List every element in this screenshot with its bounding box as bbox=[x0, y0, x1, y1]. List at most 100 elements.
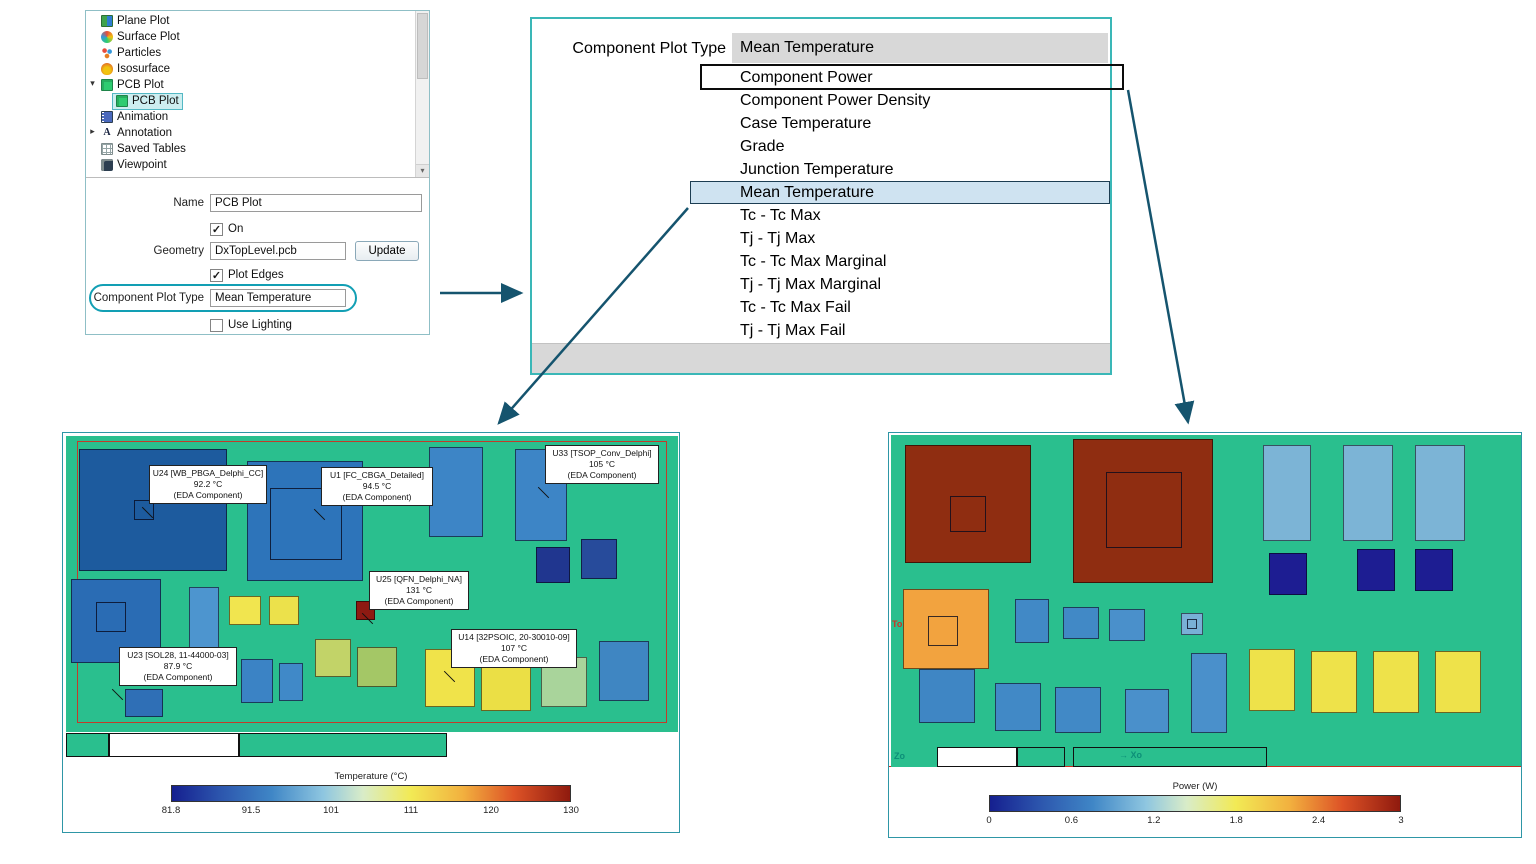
dropdown-option-label: Case Temperature bbox=[740, 115, 872, 132]
geometry-row: Geometry Update bbox=[86, 241, 429, 261]
tree-item-isosurface[interactable]: Isosurface bbox=[86, 61, 415, 77]
dropdown-selected-text: Mean Temperature bbox=[740, 39, 874, 56]
component-plot-type-label: Component Plot Type bbox=[93, 292, 204, 304]
name-label: Name bbox=[173, 197, 204, 209]
colorbar-title: Temperature (°C) bbox=[334, 771, 408, 782]
surface-plot-icon bbox=[101, 31, 113, 43]
tree-item-pcb-plot[interactable]: ▾PCB Plot bbox=[86, 77, 415, 93]
dropdown-option-tj-tj-max[interactable]: Tj - Tj Max bbox=[732, 227, 1108, 250]
dropdown-option-label: Tc - Tc Max Marginal bbox=[740, 253, 887, 270]
dropdown-option-label: Tj - Tj Max Marginal bbox=[740, 276, 882, 293]
colorbar-tick: 0 bbox=[986, 815, 992, 826]
tree-item-particles[interactable]: Particles bbox=[86, 45, 415, 61]
saved-tables-icon bbox=[101, 143, 113, 155]
pcb-component bbox=[919, 669, 975, 723]
dropdown-option-label: Tc - Tc Max bbox=[740, 207, 821, 224]
pcb-plot-properties-form: Name On Geometry Update Plot Edges Compo… bbox=[86, 181, 429, 334]
board-strip bbox=[239, 733, 447, 757]
tree-item-saved-tables[interactable]: Saved Tables bbox=[86, 141, 415, 157]
panel-divider bbox=[86, 177, 429, 178]
on-checkbox[interactable] bbox=[210, 222, 223, 236]
colorbar-tick: 130 bbox=[563, 805, 579, 816]
dropdown-option-tc-tc-max[interactable]: Tc - Tc Max bbox=[732, 204, 1108, 227]
geometry-label: Geometry bbox=[153, 245, 205, 257]
tree-expand-arrow[interactable]: ▾ bbox=[90, 78, 95, 88]
tree-expand-arrow[interactable]: ▸ bbox=[90, 126, 95, 136]
pcb-component bbox=[1125, 689, 1169, 733]
colorbar-tick: 81.8 bbox=[161, 805, 181, 816]
update-button[interactable]: Update bbox=[355, 241, 419, 261]
pcb-plot-icon bbox=[116, 95, 128, 107]
plot-edges-checkbox[interactable] bbox=[210, 268, 223, 282]
pcb-component bbox=[315, 639, 351, 677]
dropdown-option-tc-tc-max-marginal[interactable]: Tc - Tc Max Marginal bbox=[732, 250, 1108, 273]
scrollbar-thumb[interactable] bbox=[417, 13, 428, 79]
tree-item-animation[interactable]: Animation bbox=[86, 109, 415, 125]
dropdown-option-junction-temperature[interactable]: Junction Temperature bbox=[732, 158, 1108, 181]
dropdown-option-label: Grade bbox=[740, 138, 785, 155]
component-die-outline bbox=[950, 496, 986, 532]
component-callout: U1 [FC_CBGA_Detailed]94.5 °C(EDA Compone… bbox=[313, 467, 433, 521]
dropdown-option-tj-tj-max-fail[interactable]: Tj - Tj Max Fail bbox=[732, 319, 1108, 342]
component-die-outline bbox=[96, 602, 126, 632]
dropdown-option-label: Tj - Tj Max bbox=[740, 230, 816, 247]
tree-item-label: Isosurface bbox=[117, 63, 171, 75]
pcb-plot-icon bbox=[101, 79, 113, 91]
tree-item-viewpoint[interactable]: Viewpoint bbox=[86, 157, 415, 173]
tree-item-label: Surface Plot bbox=[117, 31, 180, 43]
component-callout: U23 [SOL28, 11-44000-03]87.9 °C(EDA Comp… bbox=[111, 647, 237, 701]
colorbar-tick: 1.2 bbox=[1147, 815, 1161, 826]
axis-label: To bbox=[892, 619, 903, 629]
pcb-component bbox=[1435, 651, 1481, 713]
pcb-component bbox=[1343, 445, 1393, 541]
colorbar-tick: 91.5 bbox=[241, 805, 261, 816]
name-input[interactable] bbox=[210, 194, 422, 212]
axis-label: → Xo bbox=[1119, 750, 1143, 760]
dropdown-option-component-power-density[interactable]: Component Power Density bbox=[732, 89, 1108, 112]
component-callout: U14 [32PSOIC, 20-30010-09]107 °C(EDA Com… bbox=[443, 629, 577, 683]
dropdown-option-mean-temperature[interactable]: Mean Temperature bbox=[690, 181, 1110, 204]
pcb-component bbox=[903, 589, 989, 669]
component-plot-type-input[interactable] bbox=[210, 289, 346, 307]
dropdown-selected-value[interactable]: Mean Temperature bbox=[732, 33, 1108, 63]
use-lighting-checkbox[interactable] bbox=[210, 318, 223, 332]
board-strip bbox=[937, 747, 1017, 767]
tree-item-label: Particles bbox=[117, 47, 162, 59]
pcb-component bbox=[1181, 613, 1203, 635]
dropdown-option-tc-tc-max-fail[interactable]: Tc - Tc Max Fail bbox=[732, 296, 1108, 319]
colorbar-tick: 2.4 bbox=[1311, 815, 1326, 826]
pcb-component bbox=[1055, 687, 1101, 733]
geometry-input[interactable] bbox=[210, 242, 346, 260]
scrollbar-down-button[interactable]: ▾ bbox=[416, 164, 429, 177]
dropdown-option-case-temperature[interactable]: Case Temperature bbox=[732, 112, 1108, 135]
board-strip bbox=[1017, 747, 1065, 767]
plot-edges-row: Plot Edges bbox=[86, 265, 429, 285]
tree-item-surface-plot[interactable]: Surface Plot bbox=[86, 29, 415, 45]
tree-item-pcb-plot[interactable]: PCB Plot bbox=[86, 92, 415, 110]
board-strip bbox=[891, 747, 937, 767]
dropdown-option-label: Mean Temperature bbox=[740, 184, 874, 201]
dropdown-option-tj-tj-max-marginal[interactable]: Tj - Tj Max Marginal bbox=[732, 273, 1108, 296]
temperature-plot: U24 [WB_PBGA_Delphi_CC]92.2 °C(EDA Compo… bbox=[62, 432, 680, 833]
dropdown-option-grade[interactable]: Grade bbox=[732, 135, 1108, 158]
on-label: On bbox=[228, 223, 244, 235]
component-callout: U33 [TSOP_Conv_Delphi]105 °C(EDA Compone… bbox=[537, 445, 659, 499]
colorbar-tick: 101 bbox=[323, 805, 339, 816]
dropdown-option-component-power[interactable]: Component Power bbox=[700, 64, 1124, 90]
pcb-component bbox=[1357, 549, 1395, 591]
dropdown-option-label: Tc - Tc Max Fail bbox=[740, 299, 851, 316]
pcb-component bbox=[905, 445, 1031, 563]
component-die-outline bbox=[1106, 472, 1182, 548]
pcb-component bbox=[515, 449, 567, 541]
tree-item-plane-plot[interactable]: Plane Plot bbox=[86, 13, 415, 29]
pcb-component bbox=[581, 539, 617, 579]
tree-scrollbar[interactable]: ▾ bbox=[415, 11, 429, 177]
pcb-component bbox=[125, 689, 163, 717]
tree-item-label: Saved Tables bbox=[117, 143, 186, 155]
pcb-component bbox=[536, 547, 570, 583]
